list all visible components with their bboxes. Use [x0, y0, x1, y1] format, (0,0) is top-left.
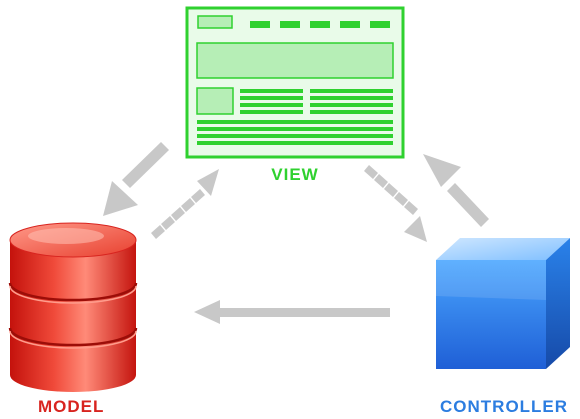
controller-label: CONTROLLER [440, 397, 569, 416]
model-label: MODEL [38, 397, 105, 416]
arrow-controller-to-view [423, 154, 489, 227]
arrow-view-to-controller [364, 165, 427, 242]
view-wireframe-icon [185, 6, 405, 159]
model-database-icon [8, 222, 138, 392]
view-label: VIEW [271, 165, 319, 184]
arrow-model-to-view [151, 169, 219, 239]
arrow-view-to-model [103, 142, 169, 216]
arrow-controller-to-model [194, 300, 390, 324]
controller-cube-icon [436, 238, 570, 369]
